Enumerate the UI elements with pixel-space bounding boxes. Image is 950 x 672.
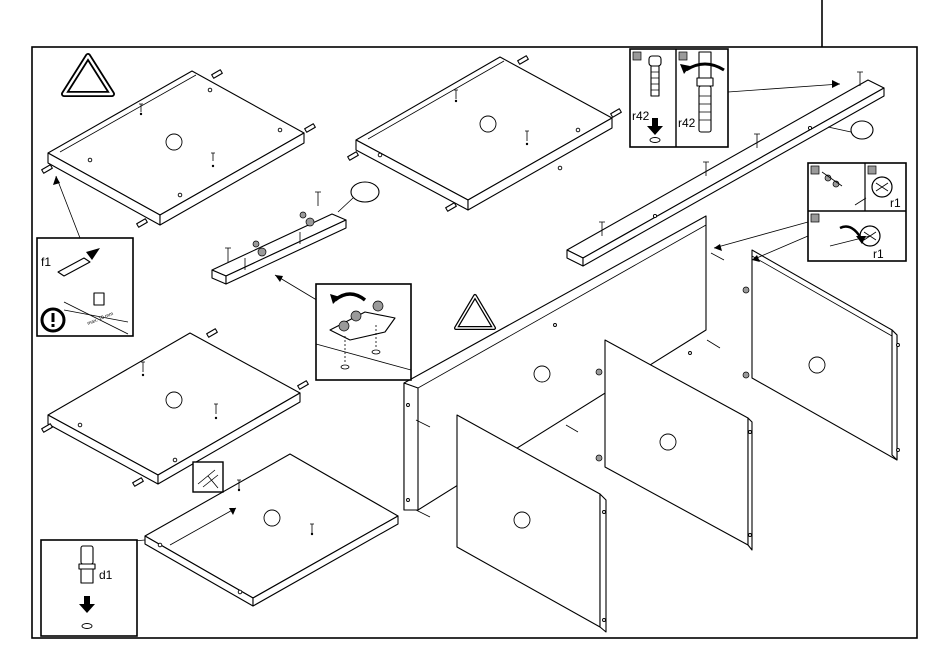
rail-with-hinges — [212, 192, 346, 284]
grain-direction-icon — [193, 462, 223, 492]
detail-box-d1 — [41, 540, 137, 636]
part-label-r1-top: r1 — [890, 196, 901, 210]
warning-triangle-icon — [456, 296, 494, 328]
detail-box-r42 — [630, 49, 728, 147]
part-label-f1: f1 — [41, 255, 51, 269]
panel-bottom-left — [145, 454, 398, 606]
detail-box-f1 — [37, 238, 133, 336]
callout-bubble-icon — [338, 182, 379, 212]
divider-panel — [596, 340, 752, 550]
exclamation-circle-icon — [42, 309, 64, 331]
detail-box-r1 — [808, 163, 906, 261]
part-label-r42-right: r42 — [678, 116, 696, 130]
part-label-r42-left: r42 — [632, 109, 650, 123]
warning-triangle-icon — [64, 56, 112, 94]
part-label-d1: d1 — [99, 568, 113, 582]
panel-middle-left — [42, 329, 309, 486]
part-label-r1-bottom: r1 — [873, 247, 884, 261]
panel-top-middle — [348, 56, 622, 211]
side-panel-right — [743, 250, 900, 460]
detail-box-hinge — [316, 284, 411, 380]
